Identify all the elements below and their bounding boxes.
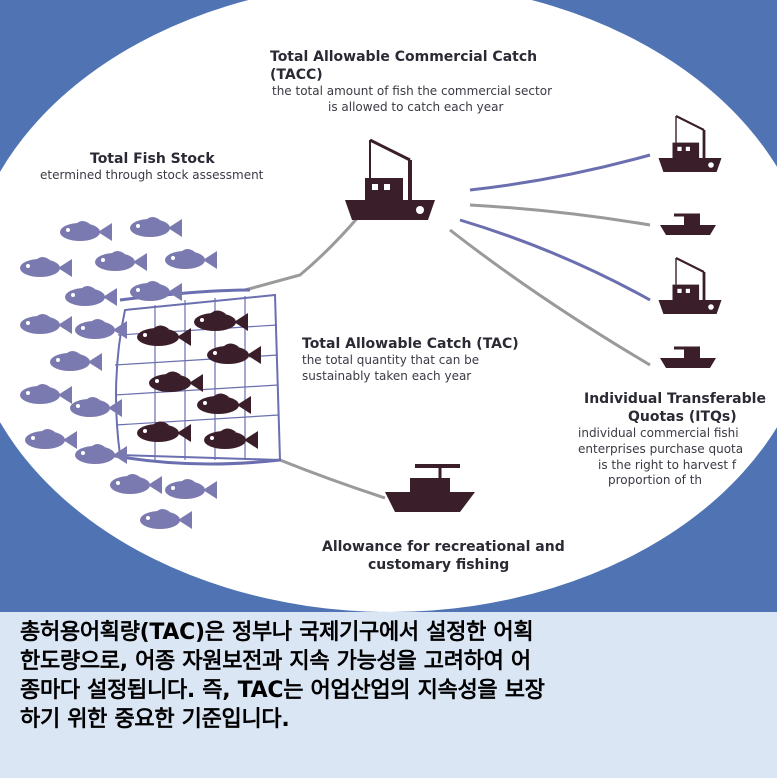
tacc-label: Total Allowable Commercial Catch (TACC) … (270, 48, 590, 116)
tacc-trawler-icon (343, 138, 437, 222)
stock-label: Total Fish Stock etermined through stock… (40, 150, 280, 184)
fish-stock (20, 217, 217, 529)
itq-boat-icon-2 (658, 346, 718, 370)
itq-title-line1: Individual Transferable (584, 391, 766, 407)
diagram-oval (0, 0, 777, 612)
itq-trawler-icon-2 (657, 256, 723, 316)
caught-fish (137, 310, 261, 449)
tac-desc-line2: sustainably taken each year (302, 368, 472, 383)
diagram-frame: Total Allowable Commercial Catch (TACC) … (0, 0, 777, 612)
itq-label: Individual Transferable Quotas (ITQs) in… (578, 390, 777, 489)
itq-desc-line2: enterprises purchase quota (578, 441, 744, 456)
recreational-label: Allowance for recreational and customary… (322, 538, 582, 574)
tac-label: Total Allowable Catch (TAC) the total qu… (302, 335, 522, 384)
stock-desc: etermined through stock assessment (40, 168, 264, 183)
itq-desc-line4: proportion of th (608, 473, 703, 488)
recreational-boat-icon (385, 464, 475, 512)
stock-title: Total Fish Stock (90, 151, 215, 167)
tac-title: Total Allowable Catch (TAC) (302, 336, 519, 352)
tacc-desc-line2: is allowed to catch each year (328, 99, 504, 114)
recreational-title-line2: customary fishing (368, 557, 510, 574)
recreational-title-line1: Allowance for recreational and (322, 539, 565, 555)
tacc-title: Total Allowable Commercial Catch (TACC) (270, 49, 538, 84)
tacc-desc-line1: the total amount of fish the commercial … (272, 84, 553, 99)
itq-desc-line3: is the right to harvest f (598, 457, 737, 472)
flow-lines (109, 153, 651, 500)
itq-boat-icon-1 (658, 213, 718, 237)
tac-desc-line1: the total quantity that can be (302, 353, 480, 368)
caption-text: 총허용어획량(TAC)은 정부나 국제기구에서 설정한 어획 한도량으로, 어종… (20, 620, 545, 732)
itq-trawler-icon-1 (657, 114, 723, 174)
itq-desc-line1: individual commercial fishi (578, 426, 739, 441)
caption-band (0, 612, 777, 778)
itq-title-line2: Quotas (ITQs) (628, 409, 737, 426)
diagram-artwork (20, 114, 723, 529)
